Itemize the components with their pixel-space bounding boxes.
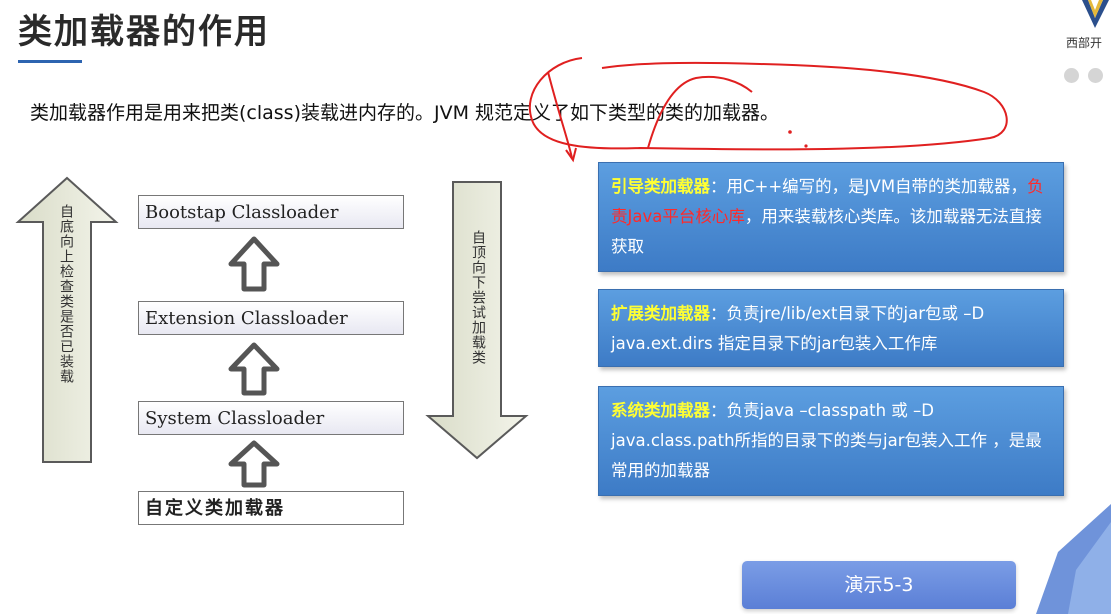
up-arrow-icon xyxy=(228,440,280,488)
up-arrow-icon xyxy=(228,236,280,292)
logo-text: 西部开 xyxy=(1066,36,1103,50)
slide-title: 类加载器的作用 xyxy=(18,12,270,52)
bootstrap-highlight: 负责Java平台核心库 xyxy=(611,177,1044,226)
nav-dot-2[interactable] xyxy=(1088,68,1103,83)
nav-dot-1[interactable] xyxy=(1064,68,1079,83)
system-heading: 系统类加载器 xyxy=(611,401,710,420)
bottom-up-arrow-icon xyxy=(15,176,119,463)
extension-text: ：负责jre/lib/ext目录下的jar包或 –D java.ext.dirs… xyxy=(611,304,985,353)
bootstrap-info-box: 引导类加载器：用C++编写的，是JVM自带的类加载器，负责Java平台核心库，用… xyxy=(598,162,1064,272)
bootstrap-text-1: ：用C++编写的，是JVM自带的类加载器， xyxy=(710,177,1028,196)
top-down-arrow-icon xyxy=(425,181,529,460)
bootstrap-text-2: ，用来装载核心类库。该加载器无法直接获取 xyxy=(611,207,1042,256)
corner-decoration xyxy=(1036,504,1111,614)
extension-classloader-box: Extension Classloader xyxy=(138,301,404,335)
system-info-box: 系统类加载器：负责java –classpath 或 –D java.class… xyxy=(598,386,1064,496)
custom-classloader-box: 自定义类加载器 xyxy=(138,491,404,525)
extension-heading: 扩展类加载器 xyxy=(611,304,710,323)
system-classloader-box: System Classloader xyxy=(138,401,404,435)
logo-icon xyxy=(1082,0,1109,28)
up-arrow-icon xyxy=(228,342,280,396)
title-underline xyxy=(18,60,82,63)
demo-button[interactable]: 演示5-3 xyxy=(742,561,1016,609)
bootstrap-classloader-box: Bootstap Classloader xyxy=(138,195,404,229)
system-text: ：负责java –classpath 或 –D java.class.path所… xyxy=(611,401,1042,480)
extension-info-box: 扩展类加载器：负责jre/lib/ext目录下的jar包或 –D java.ex… xyxy=(598,289,1064,367)
intro-text: 类加载器作用是用来把类(class)装载进内存的。JVM 规范定义了如下类型的类… xyxy=(30,102,780,124)
bottom-up-label: 自底向上检查类是否已装载 xyxy=(58,204,74,384)
top-down-label: 自顶向下尝试加载类 xyxy=(470,230,486,365)
bootstrap-heading: 引导类加载器 xyxy=(611,177,710,196)
